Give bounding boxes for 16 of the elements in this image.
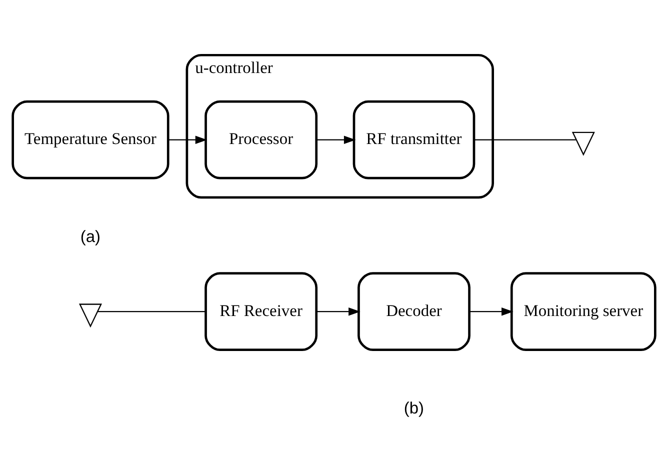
node-box: Decoder [358,272,470,351]
arrow [168,136,208,144]
node-antenna [572,132,595,156]
arrow [316,307,360,316]
label: (a) [80,228,101,246]
node-box: Monitoring server [510,272,656,351]
connector [474,139,576,140]
label: (b) [404,400,424,418]
node-antenna [78,304,102,328]
arrow [316,136,356,144]
node-box: Processor [204,100,318,180]
node-box: RF Receiver [204,272,318,351]
node-box: RF transmitter [352,100,476,180]
arrow [469,307,514,316]
connector [98,311,206,312]
node-box: Temperature Sensor [12,100,170,180]
